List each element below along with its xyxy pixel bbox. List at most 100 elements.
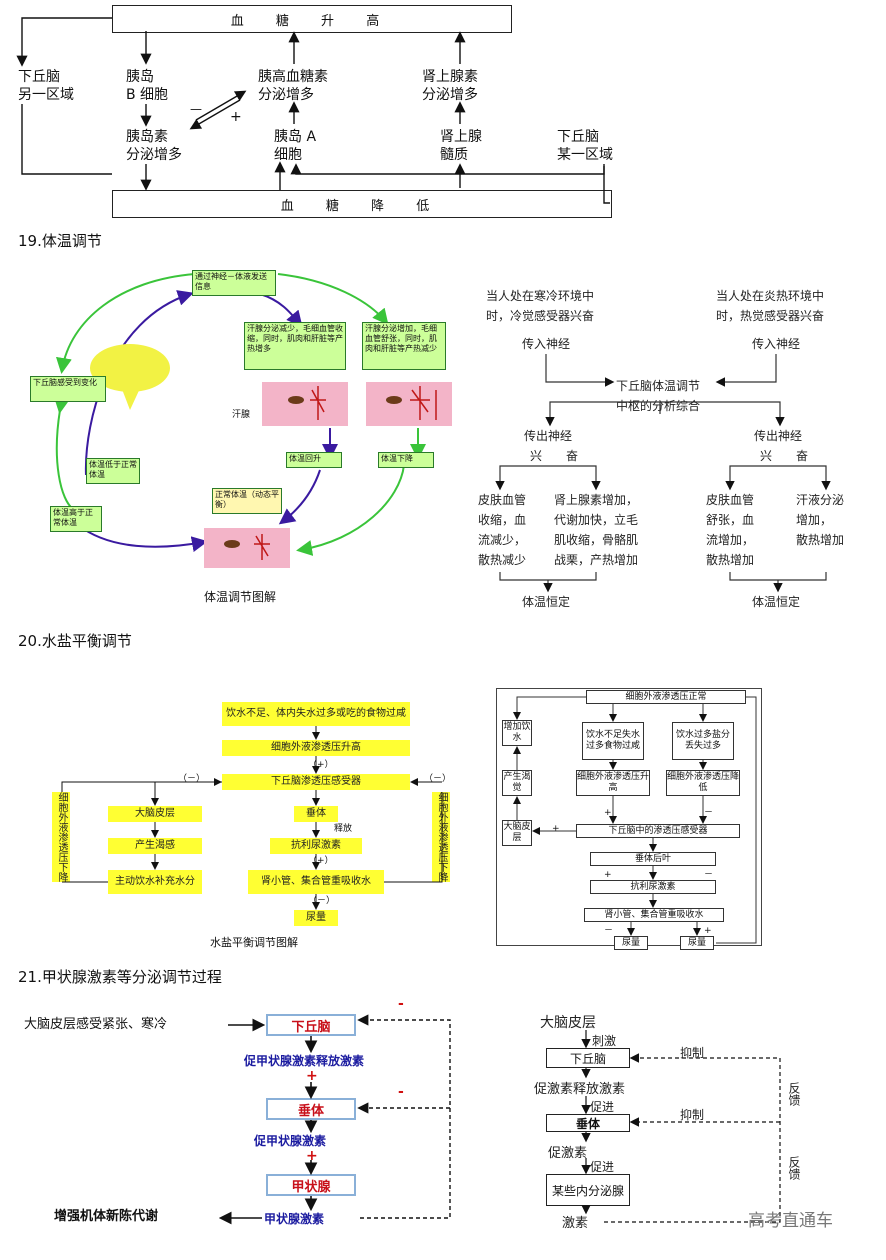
adrenal-medulla: 肾上腺髓质 (440, 129, 482, 163)
w-cortex: 大脑皮层 (108, 806, 202, 822)
wr-minus-1: － (704, 808, 714, 818)
w-thirst: 产生渴感 (108, 838, 202, 854)
r-inhibit-2: 抑制 (680, 1108, 705, 1122)
section-19-title: 19.体温调节 (18, 232, 102, 250)
w-minus-1: （－） (308, 896, 336, 906)
hypothalamus-area-a: 下丘脑另一区域 (18, 69, 74, 103)
wr-minus-2: － (704, 870, 714, 880)
thermo-caption: 体温调节图解 (204, 590, 277, 604)
wr-minus-3: － (604, 926, 614, 936)
w-pressure-up: 细胞外液渗透压升高 (222, 740, 410, 756)
wr-lack: 饮水不足失水过多食物过咸 (582, 722, 644, 760)
hot-response-box: 汗腺分泌增加，毛细血管舒张，同时，肌肉和肝脏等产热减少 (362, 322, 446, 370)
r-feedback-2: 反馈 (787, 1156, 801, 1180)
r-pituitary: 垂体 (546, 1114, 630, 1132)
t-plus-1: + (306, 1068, 318, 1084)
wr-plus-4: + (704, 926, 712, 936)
wr-cortex: 大脑皮层 (502, 820, 532, 846)
t-stimulus: 大脑皮层感受紧张、寒冷 (24, 1017, 168, 1032)
wr-plus-2: + (552, 824, 560, 834)
r-hormone: 激素 (562, 1216, 589, 1231)
afferent-left: 传入神经 (522, 337, 571, 351)
r-release: 促激素释放激素 (534, 1082, 626, 1097)
temp-fall-box: 体温下降 (378, 452, 434, 468)
t-minus-1: - (398, 996, 404, 1012)
r-hypothalamus: 下丘脑 (546, 1048, 630, 1068)
w-drink: 主动饮水补充水分 (108, 870, 202, 894)
r-tropic: 促激素 (548, 1146, 588, 1161)
wr-plus-1: + (604, 808, 612, 818)
hot-skin-response: 皮肤血管舒张，血流增加，散热增加 (706, 493, 755, 567)
wr-normal: 细胞外液渗透压正常 (586, 690, 746, 704)
efferent-left: 传出神经 (524, 429, 573, 443)
skin-hot (366, 382, 452, 426)
glucose-rise-box: 血 糖 升 高 (112, 5, 512, 33)
t-trh: 促甲状腺激素释放激素 (244, 1054, 365, 1068)
excite-right: 兴 奋 (760, 449, 809, 463)
wr-down: 细胞外液渗透压降低 (666, 770, 740, 796)
efferent-right: 传出神经 (754, 429, 803, 443)
water-right-arrows (513, 696, 757, 944)
below-normal-box: 体温低于正常体温 (86, 458, 140, 484)
w-urine: 尿量 (294, 910, 338, 926)
above-normal-box: 体温高于正常体温 (50, 506, 102, 532)
water-left-arrows (61, 726, 443, 910)
section-20-title: 20.水盐平衡调节 (18, 632, 132, 650)
thermo-flow-arrows (495, 354, 831, 593)
t-plus-2: + (306, 1148, 318, 1164)
wr-adh: 抗利尿激素 (590, 880, 716, 894)
w-side-left: 细胞外液渗透压下降 (52, 792, 70, 882)
cold-response-box: 汗腺分泌减少，毛细血管收缩，同时，肌肉和肝脏等产热增多 (244, 322, 346, 370)
cold-skin-response: 皮肤血管收缩，血流减少，散热减少 (478, 493, 527, 567)
w-plus-2: （+） (308, 856, 334, 866)
inhibit-sign: — (190, 102, 202, 116)
skin-normal (204, 528, 290, 568)
glucagon-increase: 胰高血糖素分泌增多 (258, 69, 328, 103)
wr-thirst: 产生渴觉 (502, 770, 532, 796)
t-hormone: 甲状腺激素 (264, 1212, 325, 1226)
adrenaline-increase: 肾上腺素分泌增多 (422, 69, 478, 103)
r-promote-2: 促进 (590, 1160, 615, 1174)
sweat-gland-label: 汗腺 (232, 410, 251, 420)
thermo-cycle-lines (53, 273, 452, 568)
glucose-arrows (16, 17, 610, 204)
water-caption: 水盐平衡调节图解 (210, 936, 298, 949)
wr-urine-left: 尿量 (614, 936, 648, 950)
wr-up: 细胞外液渗透压升高 (576, 770, 650, 796)
wr-much: 饮水过多盐分丢失过多 (672, 722, 734, 760)
wr-drink: 增加饮水 (502, 720, 532, 746)
r-cortex: 大脑皮层 (540, 1015, 596, 1031)
wr-kidney: 肾小管、集合管重吸收水 (584, 908, 724, 922)
t-effect: 增强机体新陈代谢 (54, 1209, 159, 1224)
hypothalamus-sense-box: 下丘脑感受到变化 (30, 376, 106, 402)
w-cause: 饮水不足、体内失水过多或吃的食物过咸 (222, 702, 410, 726)
w-release-label: 释放 (334, 824, 353, 834)
t-hypothalamus-box: 下丘脑 (266, 1014, 356, 1036)
hot-sweat-response: 汗液分泌增加，散热增加 (796, 493, 845, 547)
r-inhibit-1: 抑制 (680, 1046, 705, 1060)
r-promote-1: 促进 (590, 1100, 615, 1114)
wr-pituitary: 垂体后叶 (590, 852, 716, 866)
wr-plus-3: + (604, 870, 612, 880)
t-tsh: 促甲状腺激素 (254, 1134, 327, 1148)
r-feedback-1: 反馈 (787, 1082, 801, 1106)
w-kidney: 肾小管、集合管重吸收水 (248, 870, 384, 894)
cold-env-text: 当人处在寒冷环境中时，冷觉感受器兴奋 (486, 289, 595, 323)
afferent-right: 传入神经 (752, 337, 801, 351)
glucose-fall-box: 血 糖 降 低 (112, 190, 612, 218)
brain-shape (90, 344, 170, 392)
t-minus-2: - (398, 1084, 404, 1100)
hot-env-text: 当人处在炎热环境中时，热觉感受器兴奋 (716, 289, 825, 323)
w-plus-1: （+） (308, 760, 334, 770)
constant-right: 体温恒定 (752, 595, 801, 609)
hypothalamus-area-b: 下丘脑某一区域 (557, 129, 613, 163)
send-info-box: 通过神经－体液发送信息 (192, 270, 276, 296)
w-pituitary: 垂体 (294, 806, 338, 822)
insulin-increase: 胰岛素分泌增多 (126, 129, 182, 163)
w-minus-3: （－） (424, 774, 452, 784)
skin-cold (262, 382, 348, 426)
w-adh: 抗利尿激素 (270, 838, 362, 854)
